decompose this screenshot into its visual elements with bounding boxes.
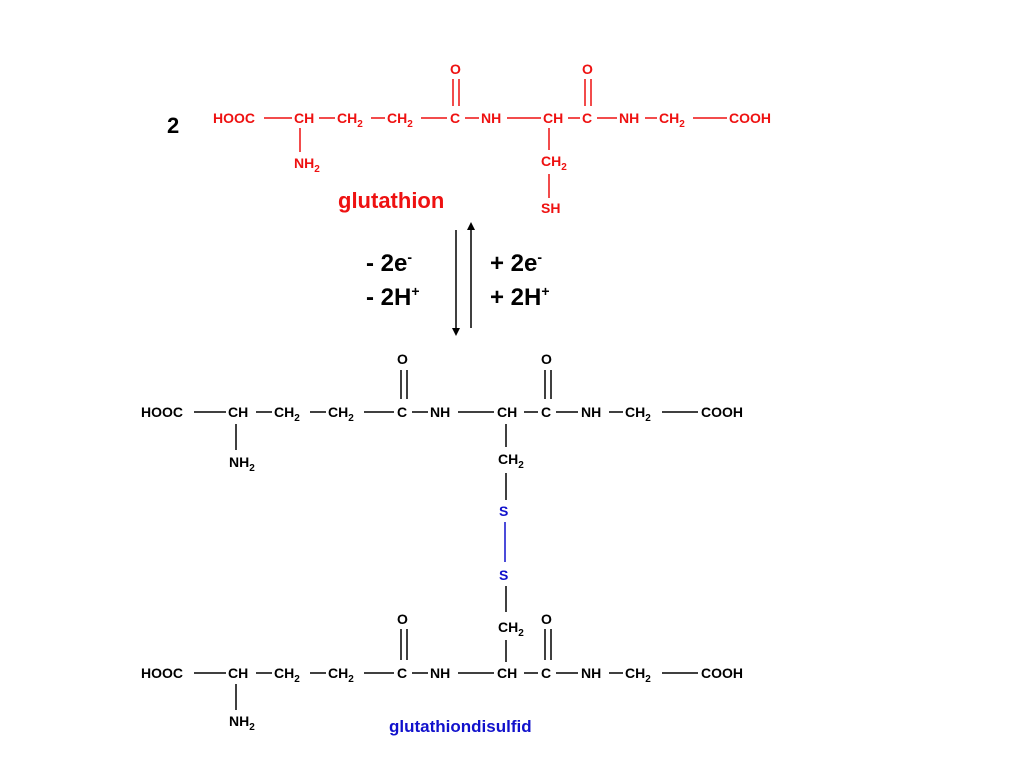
gssg-top-hooc: HOOC bbox=[141, 404, 183, 420]
gssg-bot-o-1: O bbox=[397, 611, 408, 627]
minus-2h-label: - 2H+ bbox=[366, 283, 420, 311]
plus-2e-label: + 2e- bbox=[490, 249, 542, 277]
gsh-nh-1: NH bbox=[481, 110, 501, 126]
gssg-top-nh2-amine: NH2 bbox=[229, 454, 255, 474]
gssg-top-ch-cys: CH bbox=[497, 404, 517, 420]
gssg-bot-ch-alpha: CH bbox=[228, 665, 248, 681]
gssg-bot-c-1: C bbox=[397, 665, 407, 681]
gsh-ch2-side: CH2 bbox=[541, 153, 567, 173]
gssg-bot-nh-2: NH bbox=[581, 665, 601, 681]
gsh-o-1: O bbox=[450, 61, 461, 77]
up-arrow-head bbox=[467, 222, 475, 230]
gssg-bot-hooc: HOOC bbox=[141, 665, 183, 681]
gsh-o-2: O bbox=[582, 61, 593, 77]
equilibrium-arrows bbox=[452, 222, 475, 336]
gsh-nh2-amine: NH2 bbox=[294, 155, 320, 175]
gssg-bot-nh-1: NH bbox=[430, 665, 450, 681]
minus-2e-label: - 2e- bbox=[366, 249, 412, 277]
gsh-nh-2: NH bbox=[619, 110, 639, 126]
gssg-top-o-2: O bbox=[541, 351, 552, 367]
sulfur-atom-1: S bbox=[499, 503, 508, 519]
gssg-bot-ch2-side: CH2 bbox=[498, 619, 524, 639]
gssg-bot-o-2: O bbox=[541, 611, 552, 627]
gssg-top-ch2-a: CH2 bbox=[274, 404, 300, 424]
down-arrow-head bbox=[452, 328, 460, 336]
gssg-top-ch2-gly: CH2 bbox=[625, 404, 651, 424]
stoichiometric-coefficient: 2 bbox=[167, 113, 179, 138]
gssg-top-c-1: C bbox=[397, 404, 407, 420]
gssg-bot-c-2: C bbox=[541, 665, 551, 681]
gssg-top-nh-1: NH bbox=[430, 404, 450, 420]
gsh-sh: SH bbox=[541, 200, 560, 216]
gssg-bottom-chain: CH2 HOOC CH CH2 CH2 C O NH CH C O NH CH2… bbox=[141, 586, 743, 733]
gsh-ch2-gly: CH2 bbox=[659, 110, 685, 130]
glutathiondisulfid-label: glutathiondisulfid bbox=[389, 717, 532, 736]
gssg-top-o-1: O bbox=[397, 351, 408, 367]
gssg-top-ch-alpha: CH bbox=[228, 404, 248, 420]
gssg-bot-cooh: COOH bbox=[701, 665, 743, 681]
sulfur-atom-2: S bbox=[499, 567, 508, 583]
gssg-top-ch2-side: CH2 bbox=[498, 451, 524, 471]
glutathione-molecule: HOOC CH CH2 CH2 C O NH CH C O NH CH2 COO… bbox=[213, 61, 771, 216]
gssg-top-c-2: C bbox=[541, 404, 551, 420]
gsh-hooc: HOOC bbox=[213, 110, 255, 126]
disulfide-bridge: S S bbox=[499, 503, 508, 583]
gsh-c-carbonyl-2: C bbox=[582, 110, 592, 126]
gsh-c-carbonyl-1: C bbox=[450, 110, 460, 126]
gssg-top-cooh: COOH bbox=[701, 404, 743, 420]
gssg-bot-ch-cys: CH bbox=[497, 665, 517, 681]
plus-2h-label: + 2H+ bbox=[490, 283, 550, 311]
gssg-top-nh-2: NH bbox=[581, 404, 601, 420]
gsh-ch2-b: CH2 bbox=[387, 110, 413, 130]
gsh-ch2-a: CH2 bbox=[337, 110, 363, 130]
gsh-ch-alpha: CH bbox=[294, 110, 314, 126]
glutathione-label: glutathion bbox=[338, 188, 444, 213]
gssg-bot-ch2-b: CH2 bbox=[328, 665, 354, 685]
gsh-cooh: COOH bbox=[729, 110, 771, 126]
gssg-bot-ch2-gly: CH2 bbox=[625, 665, 651, 685]
gssg-top-chain: HOOC CH CH2 CH2 C O NH CH C O NH CH2 COO… bbox=[141, 351, 743, 500]
gssg-bot-nh2-amine: NH2 bbox=[229, 713, 255, 733]
gssg-top-ch2-b: CH2 bbox=[328, 404, 354, 424]
gsh-ch-cys: CH bbox=[543, 110, 563, 126]
gssg-bot-ch2-a: CH2 bbox=[274, 665, 300, 685]
